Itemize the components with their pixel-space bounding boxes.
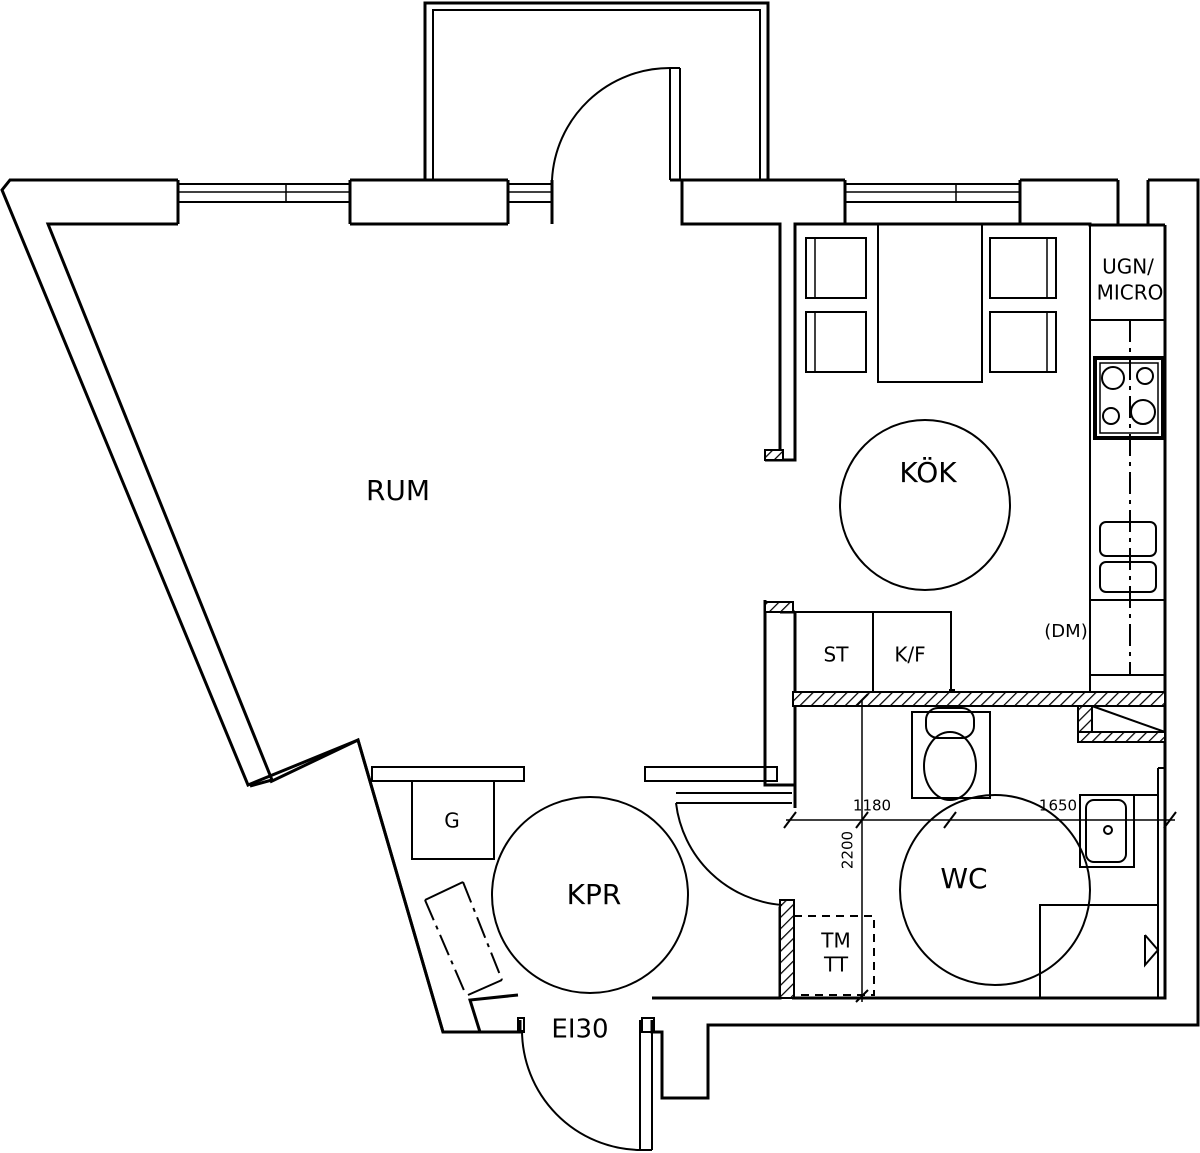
windows (177, 183, 1021, 203)
hallway-furniture (411, 780, 875, 996)
kitchen-furniture (794, 223, 1165, 693)
room-label-rum: RUM (366, 474, 430, 507)
label-st: ST (824, 643, 850, 667)
interior-walls (371, 449, 1166, 999)
bathroom (899, 707, 1165, 998)
room-label-wc: WC (940, 862, 987, 895)
balcony (423, 1, 770, 181)
outer-walls (0, 178, 1200, 1100)
label-tm: TM (820, 929, 850, 953)
label-dm: (DM) (1044, 621, 1087, 642)
dimension-lines (783, 693, 1177, 1003)
dimension-1650: 1650 (1039, 797, 1077, 815)
dimension-2200: 2200 (839, 831, 857, 869)
label-g: G (444, 809, 460, 833)
dimension-1180: 1180 (853, 797, 891, 815)
room-label-kok: KÖK (899, 455, 957, 489)
label-ugn: UGN/ (1102, 255, 1154, 279)
room-label-kpr: KPR (567, 878, 622, 911)
labels: RUM KÖK KPR WC UGN/ MICRO (DM) ST K/F G … (366, 255, 1163, 1045)
label-kf: K/F (894, 643, 925, 667)
label-door-rating: EI30 (551, 1015, 608, 1045)
label-micro: MICRO (1097, 281, 1164, 305)
label-tt: TT (823, 953, 849, 977)
doors (517, 792, 792, 1151)
